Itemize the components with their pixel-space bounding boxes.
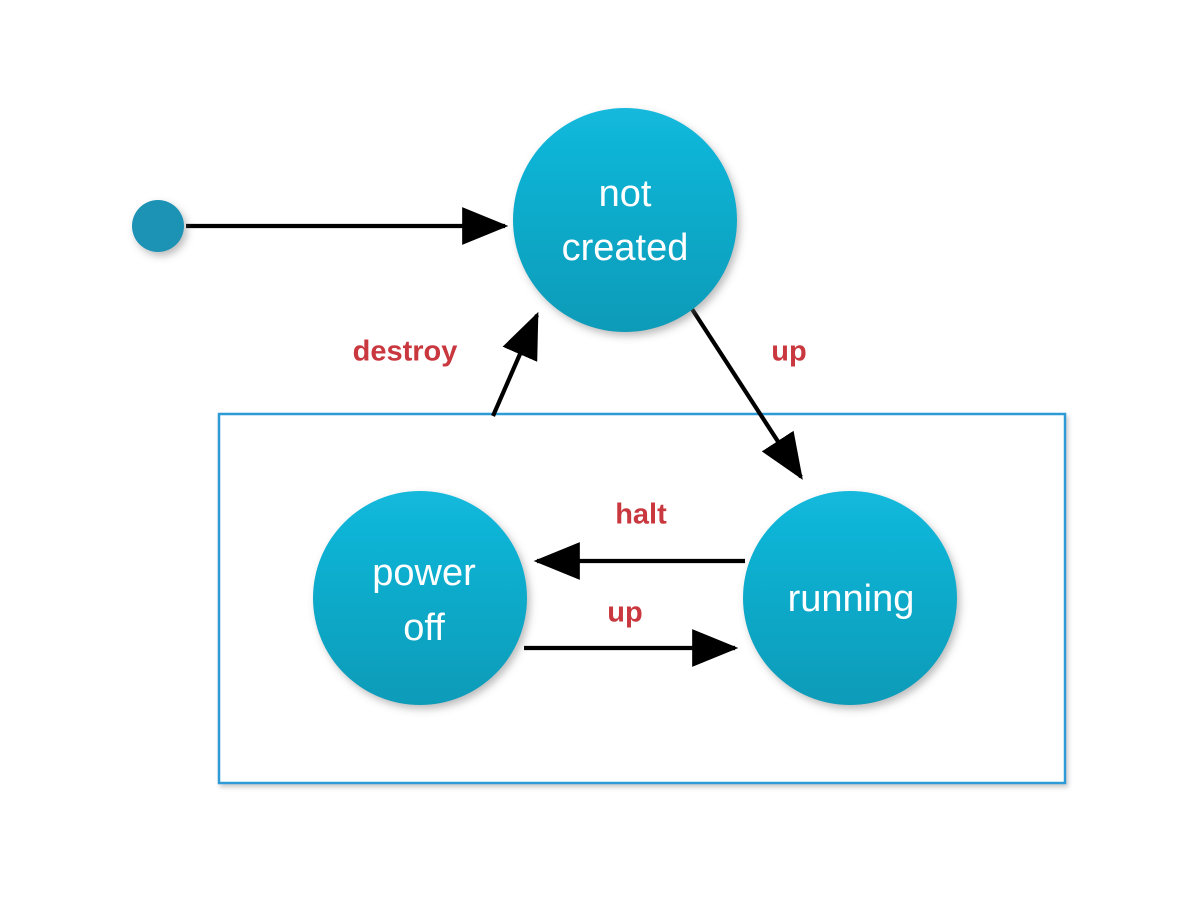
transition-label-destroy: destroy xyxy=(353,336,458,368)
state-running[interactable]: running xyxy=(743,491,957,705)
state-circle[interactable] xyxy=(313,491,527,705)
edge-line xyxy=(491,311,539,417)
initial-state-dot[interactable] xyxy=(132,200,184,252)
state-not-created[interactable]: not created xyxy=(513,108,737,332)
state-circle[interactable] xyxy=(743,491,957,705)
state-circle[interactable] xyxy=(513,108,737,332)
initial-state-node[interactable] xyxy=(132,200,184,252)
state-power-off[interactable]: power off xyxy=(313,491,527,705)
edge-not-created-to-running xyxy=(690,307,803,480)
transition-label-up-create: up xyxy=(771,336,806,368)
edge-line xyxy=(690,307,803,480)
edge-power-off-to-not-created xyxy=(491,311,539,417)
